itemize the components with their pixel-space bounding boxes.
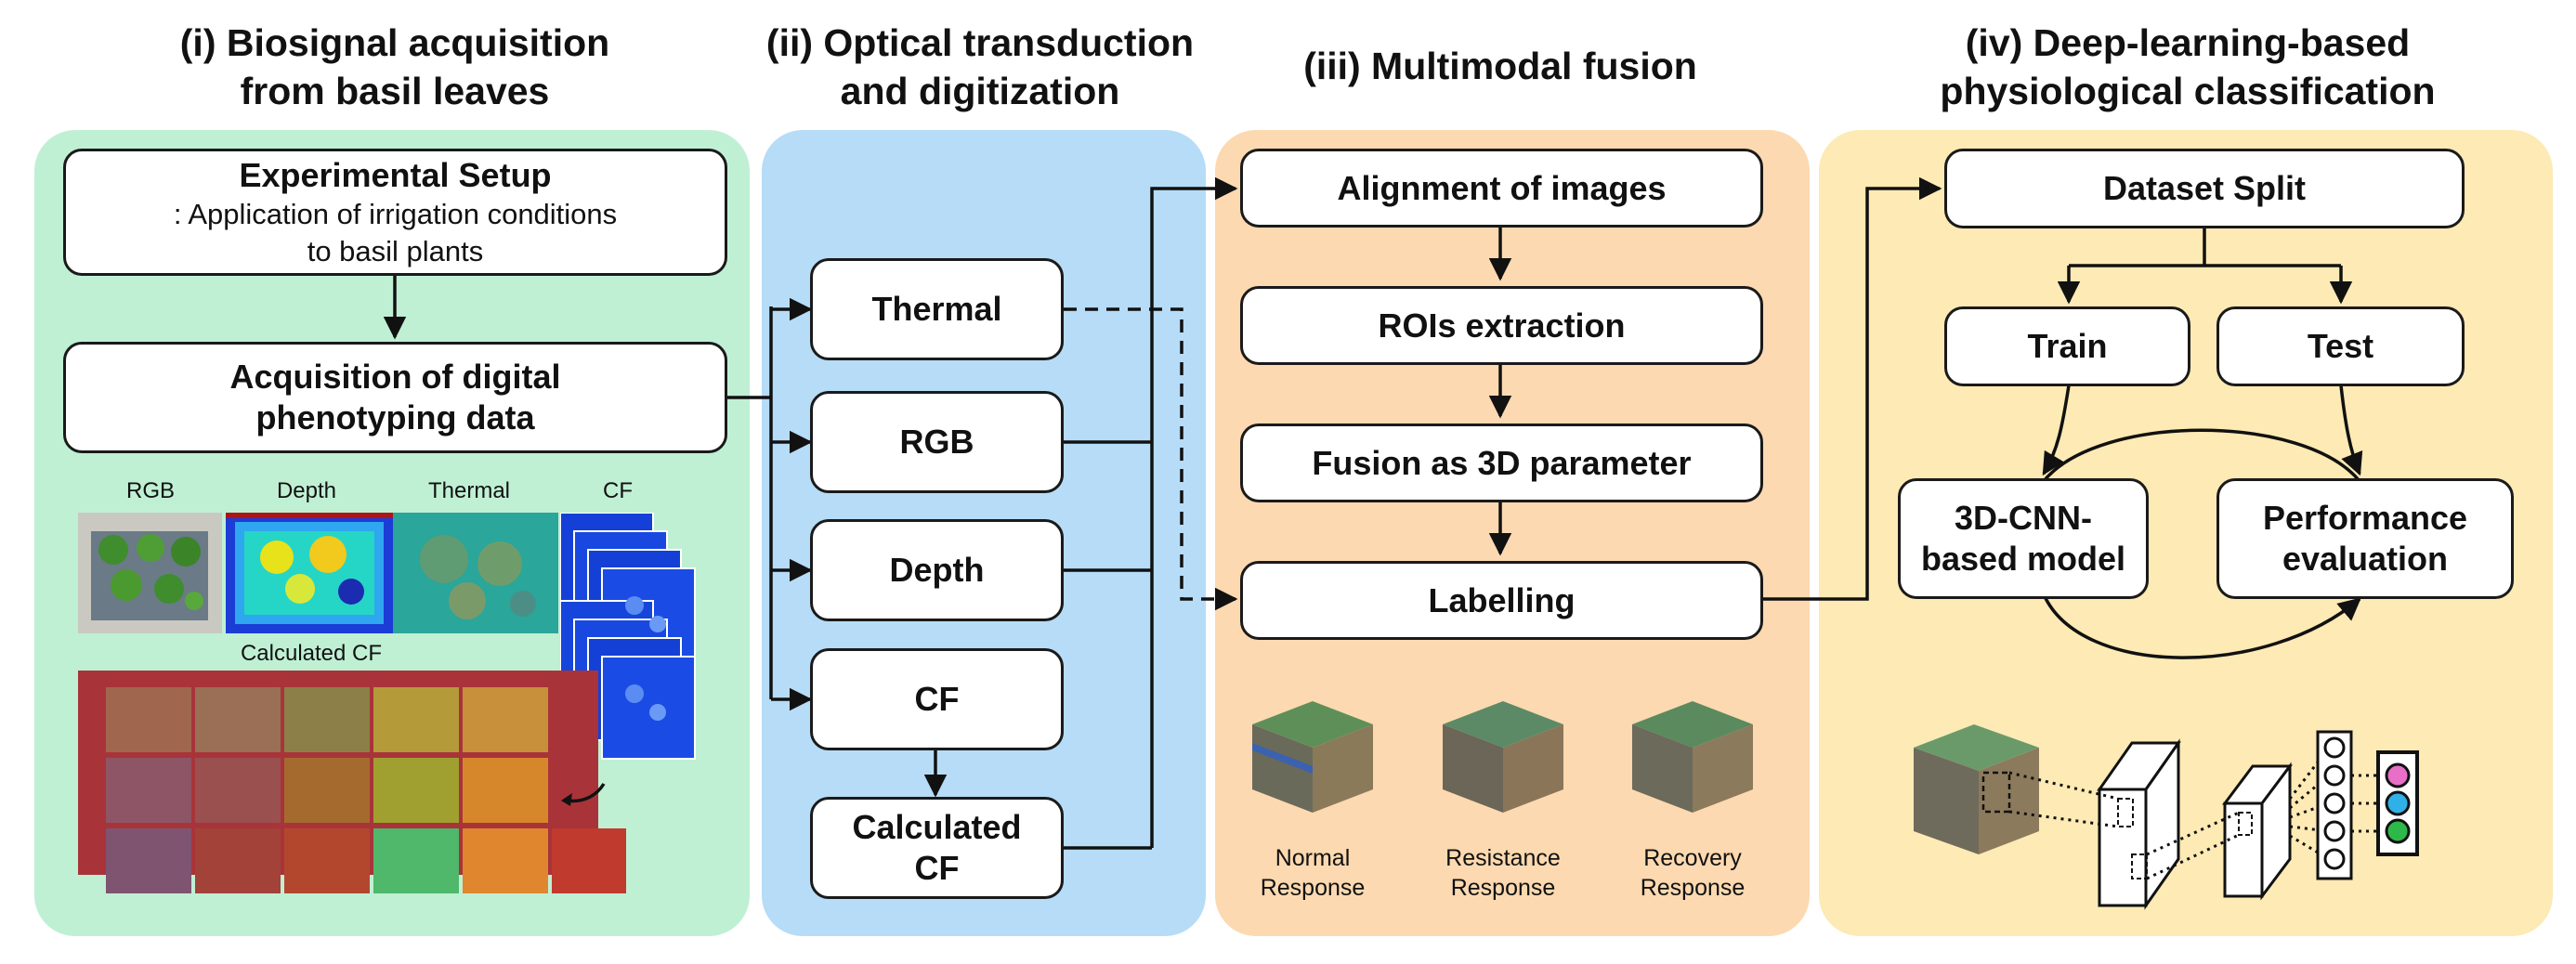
fusion-label: Fusion as 3D parameter (1312, 443, 1692, 482)
curved-arrow-icon (561, 783, 606, 806)
experimental-setup-sub2: to basil plants (307, 234, 484, 267)
calculated-cf-line2: CF (914, 849, 960, 887)
resistance-response-line1: Resistance (1445, 845, 1561, 871)
acquisition-line2: phenotyping data (255, 398, 535, 436)
section-title-4-line2: physiological classification (1940, 70, 2436, 112)
test-box: Test (2216, 306, 2465, 386)
roi-extraction-box: ROIs extraction (1240, 286, 1763, 365)
cf-image-stack (560, 513, 696, 760)
section-title-2-line1: (ii) Optical transduction (765, 21, 1195, 64)
thumb-label-rgb: RGB (125, 478, 175, 503)
thumb-label-depth: Depth (276, 478, 337, 503)
roi-extraction-label: ROIs extraction (1378, 306, 1626, 345)
section-title-2-line2: and digitization (840, 70, 1120, 112)
calculated-cf-box: Calculated CF (810, 797, 1064, 899)
normal-response-label: Normal Response (1220, 843, 1406, 903)
resistance-response-cube (1443, 701, 1563, 813)
recovery-response-label: Recovery Response (1600, 843, 1785, 903)
alignment-label: Alignment of images (1337, 168, 1667, 207)
cf-box: CF (810, 648, 1064, 750)
dataset-split-label: Dataset Split (2102, 169, 2307, 207)
resistance-response-line2: Response (1450, 875, 1556, 901)
thermal-box: Thermal (810, 258, 1064, 360)
depth-image (226, 513, 393, 633)
normal-response-cube (1252, 701, 1373, 813)
experimental-setup-box: Experimental Setup : Application of irri… (63, 149, 727, 276)
train-box: Train (1944, 306, 2190, 386)
cf-label: CF (914, 680, 960, 718)
normal-response-line2: Response (1260, 875, 1366, 901)
normal-response-line1: Normal (1275, 845, 1351, 871)
section-title-3: (iii) Multimodal fusion (1217, 42, 1784, 90)
section-title-4-line1: (iv) Deep-learning-based (1965, 21, 2411, 64)
section-title-4: (iv) Deep-learning-based physiological c… (1811, 19, 2564, 115)
calculated-cf-image-grid (78, 671, 626, 893)
thermal-image (393, 513, 558, 633)
performance-evaluation-box: Performance evaluation (2216, 478, 2514, 599)
thumb-label-cf: CF (603, 478, 633, 503)
test-label: Test (2307, 327, 2374, 365)
experimental-setup-title: Experimental Setup (239, 155, 552, 194)
fusion-box: Fusion as 3D parameter (1240, 423, 1763, 502)
experimental-setup-sub1: : Application of irrigation conditions (173, 197, 618, 230)
section-title-1-line2: from basil leaves (240, 70, 550, 112)
resistance-response-label: Resistance Response (1410, 843, 1596, 903)
depth-label: Depth (889, 551, 985, 589)
rgb-label: RGB (899, 423, 974, 461)
depth-box: Depth (810, 519, 1064, 621)
performance-line1: Performance (2262, 499, 2468, 537)
calculated-cf-line1: Calculated (852, 808, 1022, 846)
section-title-1: (i) Biosignal acquisition from basil lea… (37, 19, 752, 115)
alignment-box: Alignment of images (1240, 149, 1763, 228)
rgb-box: RGB (810, 391, 1064, 493)
recovery-response-cube (1632, 701, 1753, 813)
cnn-model-line2: based model (1920, 540, 2126, 578)
rgb-image (78, 513, 222, 633)
recovery-response-line2: Response (1640, 875, 1746, 901)
cnn-model-line1: 3D-CNN- (1955, 499, 2092, 537)
section-title-3-line1: (iii) Multimodal fusion (1303, 45, 1697, 87)
thumb-label-thermal: Thermal (427, 478, 511, 503)
section-title-1-line1: (i) Biosignal acquisition (179, 21, 610, 64)
acquisition-box: Acquisition of digital phenotyping data (63, 342, 727, 453)
thermal-label: Thermal (871, 290, 1002, 328)
labelling-box: Labelling (1240, 561, 1763, 640)
acquisition-line1: Acquisition of digital (229, 358, 561, 396)
cnn-architecture-illustration (1914, 724, 2419, 910)
section-title-2: (ii) Optical transduction and digitizati… (743, 19, 1217, 115)
calculated-cf-label: Calculated CF (240, 641, 383, 666)
cnn-model-box: 3D-CNN- based model (1898, 478, 2149, 599)
dataset-split-box: Dataset Split (1944, 149, 2465, 228)
train-label: Train (2027, 327, 2108, 365)
labelling-label: Labelling (1428, 580, 1576, 619)
recovery-response-line1: Recovery (1643, 845, 1742, 871)
performance-line2: evaluation (2282, 540, 2449, 578)
